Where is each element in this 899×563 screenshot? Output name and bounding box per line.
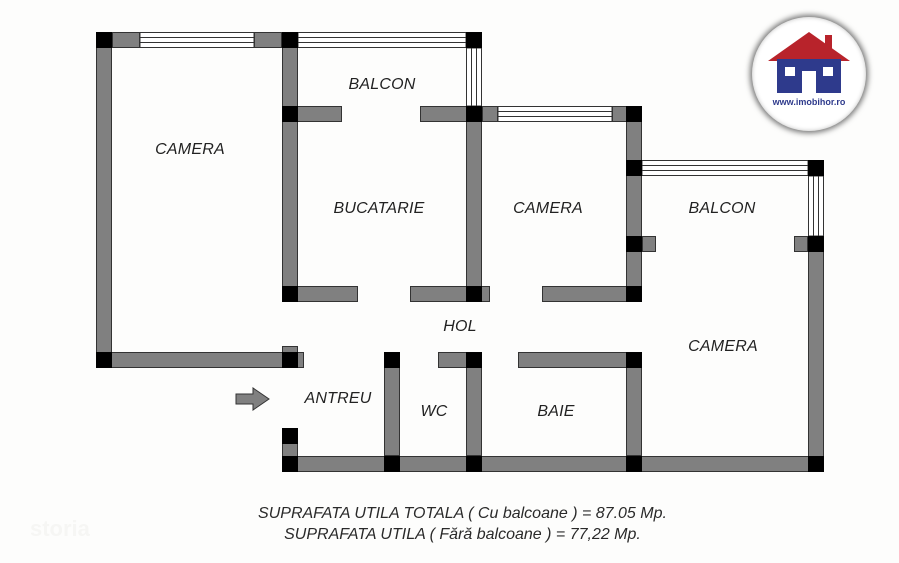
wall [282, 456, 824, 472]
surface-area-summary: SUPRAFATA UTILA TOTALA ( Cu balcoane ) =… [0, 503, 899, 545]
column [384, 456, 400, 472]
window [497, 106, 613, 122]
column [808, 236, 824, 252]
column [626, 106, 642, 122]
house-icon [768, 32, 850, 93]
column [626, 286, 642, 302]
wall [794, 236, 808, 252]
column [384, 352, 400, 368]
room-label-camera-2: CAMERA [513, 200, 583, 217]
column [466, 32, 482, 48]
total-area-with-balconies: SUPRAFATA UTILA TOTALA ( Cu balcoane ) =… [258, 505, 667, 522]
column [466, 352, 482, 368]
column [282, 456, 298, 472]
window-frame [139, 32, 255, 48]
room-label-hol: HOL [443, 318, 477, 335]
column [282, 106, 298, 122]
window [139, 32, 255, 48]
column [466, 106, 482, 122]
window-frame [466, 47, 482, 107]
room-label-balcon-1: BALCON [348, 76, 416, 93]
room-label-baie: BAIE [537, 403, 575, 420]
walls [96, 32, 824, 472]
column [282, 32, 298, 48]
logo-url: www.imobihor.ro [772, 97, 846, 107]
wall [112, 32, 140, 48]
room-label-balcon-2: BALCON [688, 200, 756, 217]
column [808, 456, 824, 472]
room-label-antreu: ANTREU [304, 390, 372, 407]
column [466, 286, 482, 302]
watermark: storia [30, 516, 90, 541]
column [282, 286, 298, 302]
column [96, 32, 112, 48]
wall [482, 106, 498, 122]
window-frame [808, 175, 824, 237]
column [282, 428, 298, 444]
wall [282, 32, 298, 302]
column [626, 352, 642, 368]
room-label-camera-1: CAMERA [155, 141, 225, 158]
room-label-camera-3: CAMERA [688, 338, 758, 355]
window [297, 32, 467, 48]
area-without-balconies: SUPRAFATA UTILA ( Fără balcoane ) = 77,2… [284, 526, 641, 543]
wall [96, 352, 304, 368]
wall [96, 32, 112, 368]
column [282, 352, 298, 368]
column [626, 456, 642, 472]
column [626, 160, 642, 176]
wall [254, 32, 282, 48]
window [808, 175, 824, 237]
wall [626, 106, 642, 302]
wall [642, 236, 656, 252]
window-frame [641, 160, 809, 176]
column [808, 160, 824, 176]
window [466, 47, 482, 107]
window-frame [497, 106, 613, 122]
entrance-arrow-icon [235, 387, 270, 411]
windows [139, 32, 824, 237]
room-label-bucatarie: BUCATARIE [333, 200, 425, 217]
columns [96, 32, 824, 472]
column [96, 352, 112, 368]
wall [612, 106, 628, 122]
column [466, 456, 482, 472]
logo[interactable]: www.imobihor.ro [752, 17, 866, 131]
window-frame [297, 32, 467, 48]
wall [518, 352, 642, 368]
room-label-wc: WC [420, 403, 448, 420]
column [626, 236, 642, 252]
window [641, 160, 809, 176]
